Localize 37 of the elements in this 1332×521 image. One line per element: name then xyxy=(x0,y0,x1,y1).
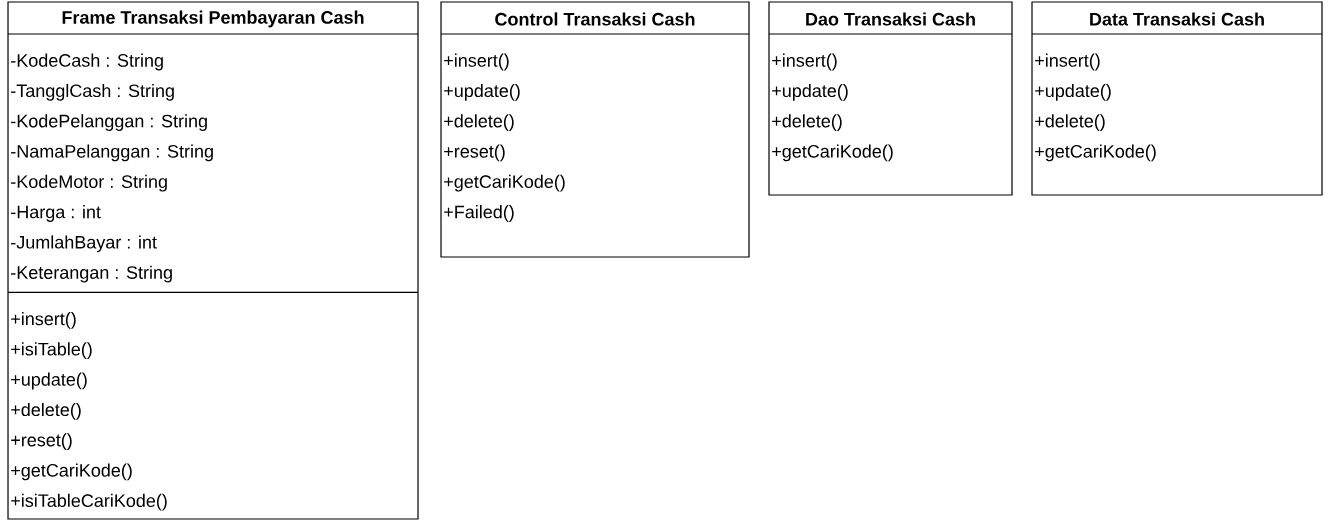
method-text: +getCariKode() xyxy=(444,174,565,192)
class-title: Control Transaksi Cash xyxy=(495,12,695,26)
method-text: +insert() xyxy=(444,53,509,71)
method-text: +delete() xyxy=(444,114,514,131)
attribute-text: -Keterangan : String xyxy=(11,265,172,283)
attribute-text: -KodeMotor : String xyxy=(11,174,167,192)
class-box xyxy=(440,1,750,258)
method-text: +update() xyxy=(11,372,87,390)
attribute-text: -TangglCash : String xyxy=(11,83,174,101)
method-text: +getCariKode() xyxy=(772,144,893,162)
method-text: +delete() xyxy=(1035,114,1105,131)
method-text: +update() xyxy=(772,83,848,101)
method-text: +getCariKode() xyxy=(11,463,132,481)
class-title: Frame Transaksi Pembayaran Cash xyxy=(62,10,364,28)
method-text: +reset() xyxy=(11,433,72,450)
method-text: +isiTableCariKode() xyxy=(11,493,167,511)
attribute-text: -Harga : int xyxy=(11,205,101,222)
method-text: +delete() xyxy=(11,402,81,420)
class-box xyxy=(768,1,1013,196)
attribute-text: -JumlahBayar : int xyxy=(11,235,157,253)
method-text: +Failed() xyxy=(444,205,514,222)
attribute-text: -KodePelanggan : String xyxy=(11,114,207,131)
method-text: +reset() xyxy=(444,144,505,162)
class-title: Dao Transaksi Cash xyxy=(806,12,975,26)
attribute-text: -KodeCash : String xyxy=(11,53,163,71)
method-text: +insert() xyxy=(1035,53,1100,71)
method-text: +delete() xyxy=(772,114,842,131)
method-text: +insert() xyxy=(11,312,76,329)
method-text: +getCariKode() xyxy=(1035,144,1156,162)
method-text: +update() xyxy=(1035,83,1111,101)
method-text: +isiTable() xyxy=(11,342,92,360)
class-box xyxy=(1031,1,1323,196)
class-title: Data Transaksi Cash xyxy=(1090,12,1264,26)
method-text: +update() xyxy=(444,83,520,101)
method-text: +insert() xyxy=(772,53,837,71)
class-box xyxy=(7,1,419,520)
attribute-text: -NamaPelanggan : String xyxy=(11,144,213,162)
